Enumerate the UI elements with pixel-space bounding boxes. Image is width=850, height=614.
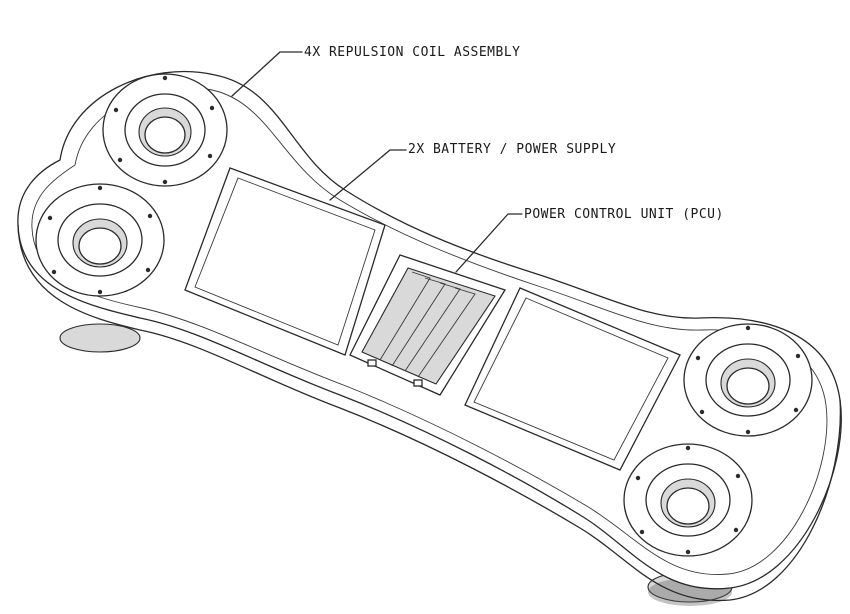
foot-left: [59, 323, 141, 353]
battery-right: [464, 287, 681, 471]
power-control-unit: [349, 254, 506, 396]
coil-assembly-bottom-left: [35, 183, 165, 297]
coil-assembly-top-right: [683, 323, 813, 437]
coil-assembly-bottom-right: [623, 443, 753, 557]
callout-power-control-unit: POWER CONTROL UNIT (PCU): [524, 207, 724, 222]
coil-assembly-top-left: [102, 73, 228, 187]
callout-battery-power-supply: 2X BATTERY / POWER SUPPLY: [408, 142, 617, 157]
callout-leaders: [231, 51, 523, 273]
callout-coil-assembly: 4X REPULSION COIL ASSEMBLY: [304, 45, 521, 60]
battery-left: [184, 167, 386, 356]
